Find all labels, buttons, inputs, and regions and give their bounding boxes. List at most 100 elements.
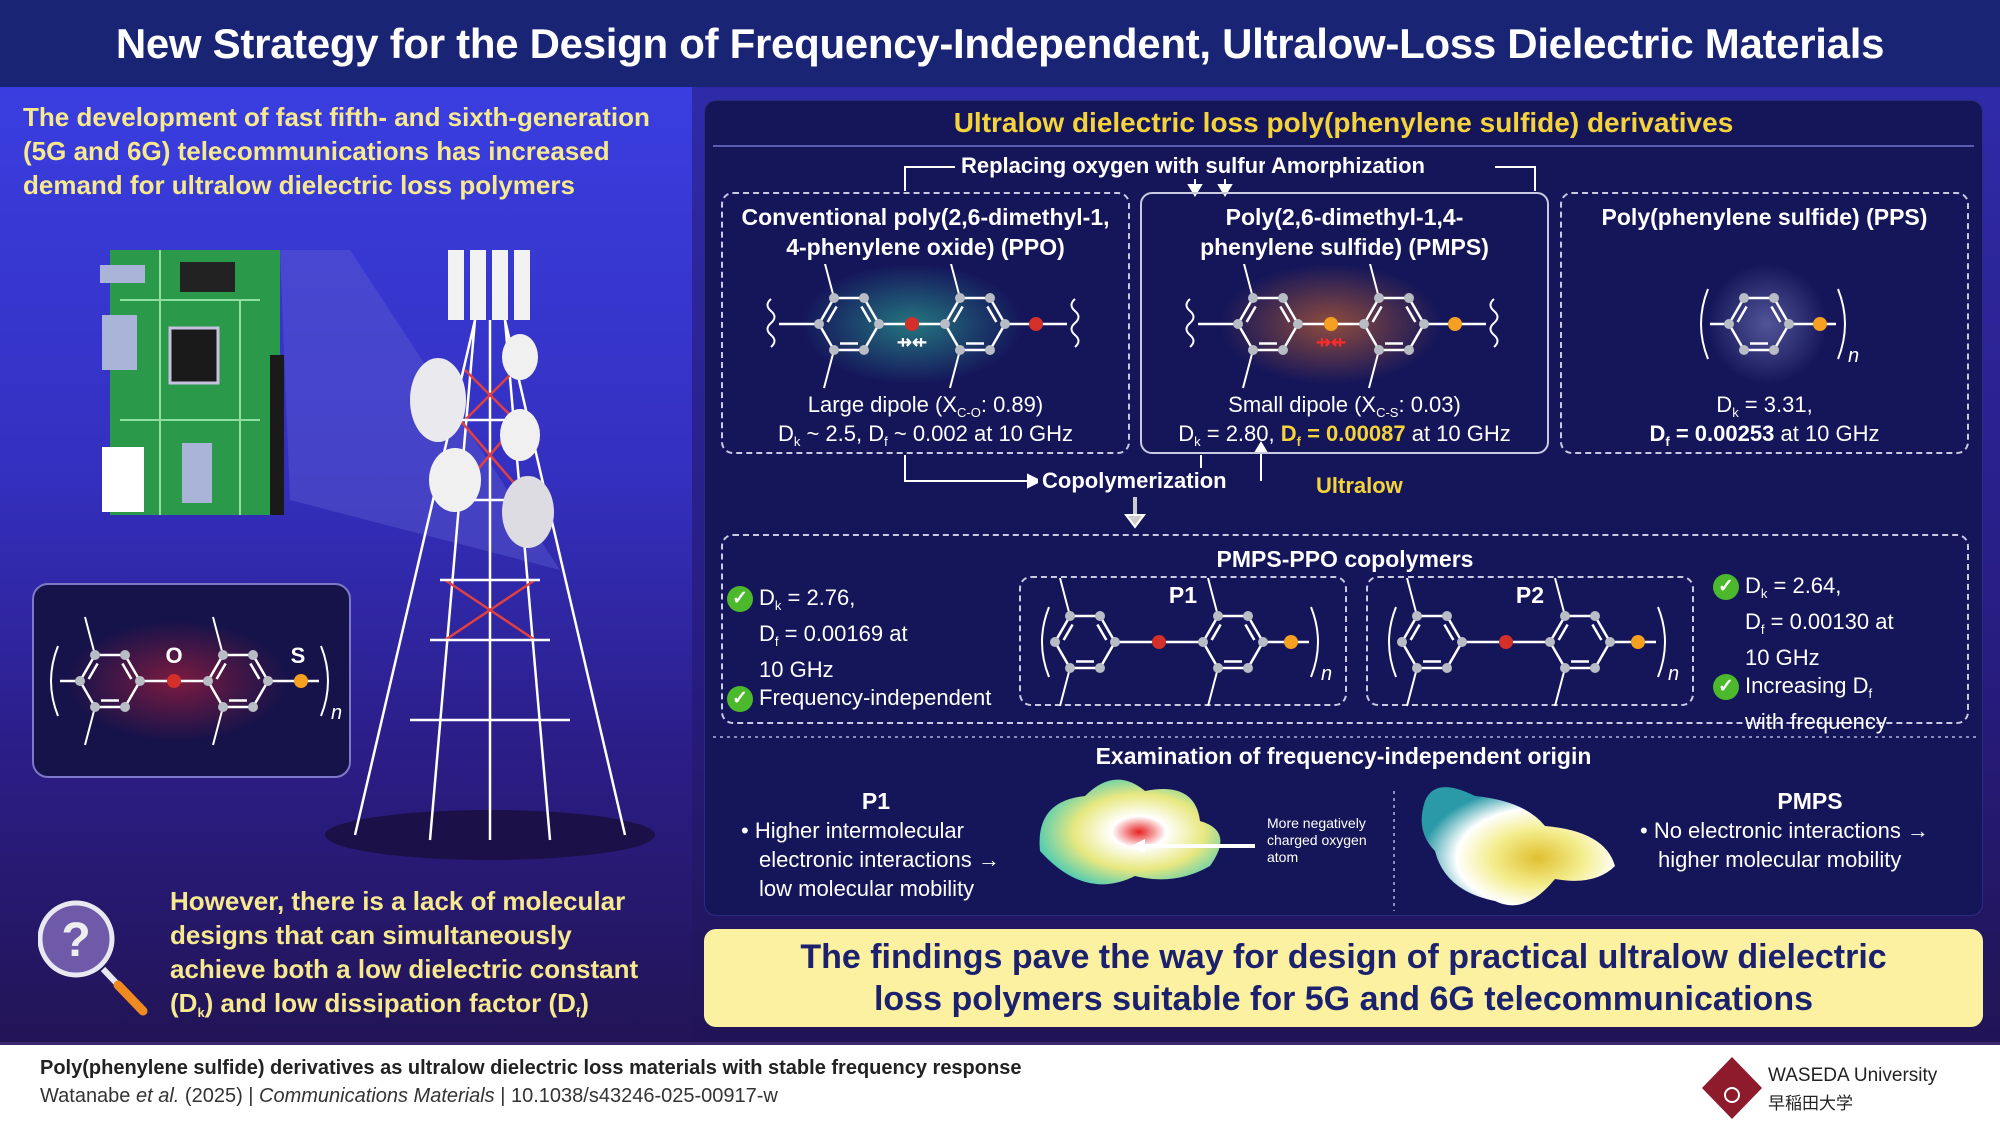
carbon-atom xyxy=(1248,344,1258,355)
carbon-atom xyxy=(1278,293,1288,304)
carbon-atom xyxy=(859,293,869,304)
double-bond xyxy=(1591,623,1603,641)
carbon-atom xyxy=(120,650,130,661)
carbon-atom xyxy=(985,344,995,355)
tail-atom xyxy=(1631,635,1645,649)
methyl-group xyxy=(1243,264,1254,299)
carbon-atom xyxy=(1065,662,1075,673)
p2-structure: n xyxy=(1388,577,1679,707)
pmps-values: Dk = 2.80, Df = 0.00087 at 10 GHz xyxy=(1178,421,1511,449)
methyl-group xyxy=(824,264,835,299)
carbon-atom xyxy=(814,319,824,329)
bond xyxy=(1281,297,1300,325)
pmps-potential-map xyxy=(1421,787,1615,906)
double-bond xyxy=(1371,305,1383,323)
linker-atom xyxy=(1152,635,1166,649)
double-bond xyxy=(1405,305,1417,323)
carbon-atom xyxy=(1605,637,1615,647)
carbon-atom xyxy=(1784,319,1794,329)
tail-atom xyxy=(1813,317,1827,331)
problem-statement: However, there is a lack of molecular de… xyxy=(170,886,639,1020)
bond xyxy=(1201,615,1220,643)
pps-structure: n xyxy=(1700,264,1859,384)
bond xyxy=(1407,297,1426,325)
wavy-end xyxy=(1070,298,1080,348)
ultralow-label: Ultralow xyxy=(1316,473,1403,498)
carbon-atom xyxy=(1412,662,1422,673)
ppo-dipole: Large dipole (XC-O: 0.89) xyxy=(807,392,1044,420)
carbon-atom xyxy=(874,319,884,329)
double-bond xyxy=(1557,623,1569,641)
carbon-atom xyxy=(1198,637,1208,647)
carbon-atom xyxy=(1243,611,1253,622)
bond xyxy=(1727,297,1746,325)
bracket-left xyxy=(50,645,59,717)
dipole-glow xyxy=(1707,264,1827,384)
carbon-atom xyxy=(1000,319,1010,329)
check-icon: ✓ xyxy=(727,586,753,613)
carbon-atom xyxy=(1404,293,1414,304)
double-bond xyxy=(249,662,261,680)
bond xyxy=(1772,297,1791,325)
repeat-n-label: n xyxy=(1321,663,1332,685)
tail-atom xyxy=(1284,635,1298,649)
double-bond xyxy=(1062,623,1074,641)
carbon-atom xyxy=(248,650,258,661)
bond xyxy=(1236,297,1255,325)
carbon-atom xyxy=(829,344,839,355)
methyl-group xyxy=(1369,264,1380,299)
carbon-atom xyxy=(985,293,995,304)
atom-label: S xyxy=(291,643,306,668)
bond xyxy=(1400,615,1419,643)
bond xyxy=(1053,615,1072,643)
check-icon: ✓ xyxy=(727,686,753,713)
carbon-atom xyxy=(1258,637,1268,647)
replacing-oxygen-label: Replacing oxygen with sulfur xyxy=(955,153,1273,179)
examination-title: Examination of frequency-independent ori… xyxy=(1095,743,1592,769)
check-icon: ✓ xyxy=(1713,674,1739,701)
heading-divider xyxy=(713,145,1974,147)
carbon-atom xyxy=(1359,319,1369,329)
linker-atom xyxy=(905,317,919,331)
intro-text: The development of fast fifth- and sixth… xyxy=(23,102,650,200)
carbon-atom xyxy=(940,319,950,329)
paper-title: Poly(phenylene sulfide) derivatives as u… xyxy=(40,1057,1022,1079)
carbon-atom xyxy=(90,701,100,712)
carbon-atom xyxy=(263,676,273,686)
bracket-right xyxy=(320,645,329,717)
bracket-left xyxy=(1388,606,1397,678)
carbon-atom xyxy=(1769,344,1779,355)
carbon-atom xyxy=(218,650,228,661)
carbon-atom xyxy=(135,676,145,686)
carbon-atom xyxy=(955,293,965,304)
methyl-group xyxy=(950,264,961,299)
linker-atom xyxy=(167,674,181,688)
carbon-atom xyxy=(859,344,869,355)
ppo-title: Conventional poly(2,6-dimethyl-1, 4-phen… xyxy=(741,204,1110,260)
copolymers-card: PMPS-PPO copolymers ✓Dk = 2.76, Df = 0.0… xyxy=(721,534,1969,734)
double-bond xyxy=(1770,305,1782,323)
magnifier-question-icon: ? xyxy=(38,900,148,1016)
methyl-group xyxy=(1554,667,1566,707)
bond xyxy=(1445,615,1464,643)
panel-heading: Ultralow dielectric loss poly(phenylene … xyxy=(953,107,1734,138)
methyl-group xyxy=(84,706,96,746)
methyl-group xyxy=(1242,349,1254,389)
carbon-atom xyxy=(1590,662,1600,673)
left-panel xyxy=(0,87,692,1042)
amorphization-label: Amorphization xyxy=(1265,153,1431,179)
carbon-atom xyxy=(218,701,228,712)
carbon-atom xyxy=(1248,293,1258,304)
telecom-tower-icon xyxy=(325,250,655,860)
methyl-group xyxy=(1207,667,1219,707)
methyl-group xyxy=(84,616,96,656)
wavy-end xyxy=(1489,298,1499,348)
p1-structure: n xyxy=(1041,577,1332,707)
illustration xyxy=(100,250,655,860)
pmps-dipole: Small dipole (XC-S: 0.03) xyxy=(1228,392,1461,420)
banner-line-2: loss polymers suitable for 5G and 6G tel… xyxy=(873,980,1814,1018)
double-bond xyxy=(1409,623,1421,641)
dipole-arrows-icon: ⇸⇷ xyxy=(1316,332,1346,352)
carbon-atom xyxy=(1110,637,1120,647)
methyl-group xyxy=(1368,349,1380,389)
